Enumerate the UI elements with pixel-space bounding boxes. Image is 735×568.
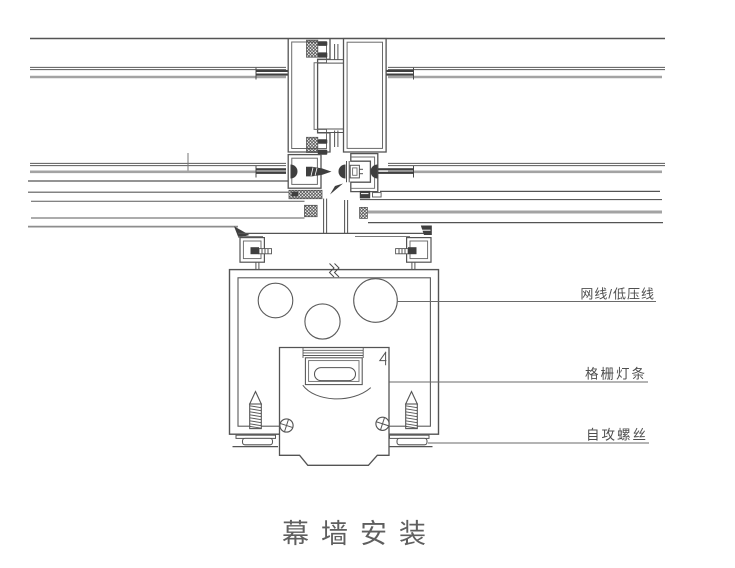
self-tapping-screw-left xyxy=(248,390,263,430)
callout-label-cable: 网线/低压线 xyxy=(580,287,655,302)
cable-hook xyxy=(378,351,387,366)
light-fixture xyxy=(278,346,390,466)
hanger-bracket-right xyxy=(395,225,432,270)
cable-circle-right xyxy=(353,278,398,323)
anchor-bolt-middle-left xyxy=(255,164,298,179)
self-tapping-screw-right xyxy=(404,390,419,430)
cross-screw-left xyxy=(279,418,294,433)
glass-panel-upper-right xyxy=(388,66,665,79)
hanger-bracket-left xyxy=(239,237,272,270)
bracket-bolt-head xyxy=(250,247,259,255)
gasket-hatch-top xyxy=(306,39,319,58)
break-mark xyxy=(328,263,340,278)
callout-light: 格栅灯条 xyxy=(389,366,648,383)
fixture-vent-bars xyxy=(302,347,364,358)
cable-circles xyxy=(257,278,398,340)
cable-circle-middle xyxy=(304,303,341,340)
fixture-slot xyxy=(313,367,357,382)
mullion-lower-stem xyxy=(323,183,349,234)
spandrel-lines-left xyxy=(28,180,323,238)
callout-screw: 自攻螺丝 xyxy=(428,428,649,444)
mullion-left-profile xyxy=(287,37,344,155)
callout-cable: 网线/低压线 xyxy=(397,287,656,302)
callout-label-screw: 自攻螺丝 xyxy=(586,428,648,443)
fixture-recess xyxy=(304,357,363,386)
cross-screw-right xyxy=(375,416,390,431)
closure-plate xyxy=(238,232,429,237)
glass-panel-middle-right xyxy=(388,162,665,174)
gasket-hatch xyxy=(288,189,323,200)
glazing-clip-screws xyxy=(317,41,328,155)
anchor-bolt-middle-right xyxy=(370,164,414,179)
fixture-reflector-curve xyxy=(302,384,372,400)
self-drilling-screw-icon xyxy=(306,166,332,177)
gasket-hatch xyxy=(359,206,368,219)
gasket-hatch xyxy=(304,204,318,218)
bracket-bolt-head xyxy=(408,247,417,255)
foot-pad-right xyxy=(387,434,433,448)
callout-label-light: 格栅灯条 xyxy=(585,366,647,382)
mullion-right-profile xyxy=(342,37,387,153)
drawing-title: 幕墙安装 xyxy=(282,519,438,549)
foot-pad-left xyxy=(232,434,278,448)
glass-panel-middle-left xyxy=(30,153,286,174)
transom-spigot-bolt xyxy=(338,161,363,183)
sealant-wedge xyxy=(330,183,343,195)
cable-circle-left xyxy=(257,282,294,319)
spandrel-lines-right xyxy=(359,190,663,224)
interlock-hooks xyxy=(317,44,344,147)
sealant-wedge xyxy=(234,226,250,238)
gasket-hatch-bottom xyxy=(306,136,319,153)
glass-panel-upper-left xyxy=(30,66,286,79)
